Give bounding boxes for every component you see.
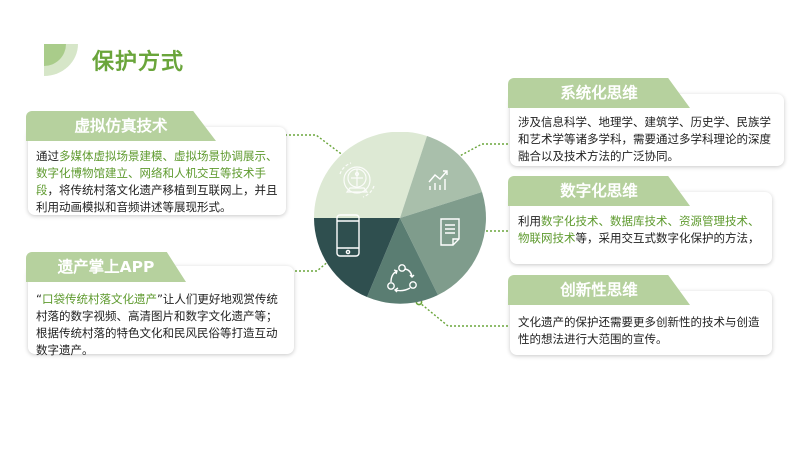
card-text-innovative-thinking: 文化遗产的保护还需要更多创新性的技术与创造性的想法进行大范围的宣传。 xyxy=(518,315,760,346)
vr-headset-icon xyxy=(339,162,375,198)
card-tab-heritage-app: 遗产掌上APP xyxy=(26,252,186,282)
card-digital-thinking: 数字化思维 利用数字化技术、数据库技术、资源管理技术、物联网技术等，采用交互式数… xyxy=(508,176,772,264)
pie-diagram xyxy=(314,132,486,304)
pie-slice-virtual-simulation xyxy=(314,132,427,218)
card-innovative-thinking: 创新性思维 文化遗产的保护还需要更多创新性的技术与创造性的想法进行大范围的宣传。 xyxy=(508,275,772,355)
card-systematic-thinking: 系统化思维 涉及信息科学、地理学、建筑学、历史学、民族学和艺术学等诸多学科，需要… xyxy=(508,78,784,166)
card-heritage-app: 遗产掌上APP “口袋传统村落文化遗产”让人们更好地观赏传统村落的数字视频、高清… xyxy=(26,252,294,357)
card-text-digital-thinking: 利用数字化技术、数据库技术、资源管理技术、物联网技术等，采用交互式数字化保护的方… xyxy=(518,214,760,245)
pie-slice-innovative-thinking xyxy=(367,218,438,304)
card-tab-innovative-thinking: 创新性思维 xyxy=(508,275,690,305)
cycle-arrows-icon xyxy=(387,264,417,293)
card-text-heritage-app: “口袋传统村落文化遗产”让人们更好地观赏传统村落的数字视频、高清图片和数字文化遗… xyxy=(36,292,278,357)
pie-slice-heritage-app xyxy=(314,218,400,297)
card-tab-digital-thinking: 数字化思维 xyxy=(508,176,690,206)
document-icon xyxy=(440,218,460,246)
pie-slice-digital-thinking xyxy=(400,192,486,295)
card-virtual-simulation: 虚拟仿真技术 通过多媒体虚拟场景建模、虚拟场景协调展示、数字化博物馆建立、网络和… xyxy=(26,111,286,215)
card-tab-virtual-simulation: 虚拟仿真技术 xyxy=(26,111,216,141)
title-decoration-icon xyxy=(44,44,78,76)
tablet-icon xyxy=(336,214,360,257)
card-text-systematic-thinking: 涉及信息科学、地理学、建筑学、历史学、民族学和艺术学等诸多学科，需要通过多学科理… xyxy=(518,115,771,163)
page-title: 保护方式 xyxy=(92,50,185,75)
card-text-virtual-simulation: 通过多媒体虚拟场景建模、虚拟场景协调展示、数字化博物馆建立、网络和人机交互等技术… xyxy=(36,149,278,214)
growth-chart-icon xyxy=(428,170,448,190)
card-tab-systematic-thinking: 系统化思维 xyxy=(508,78,690,108)
